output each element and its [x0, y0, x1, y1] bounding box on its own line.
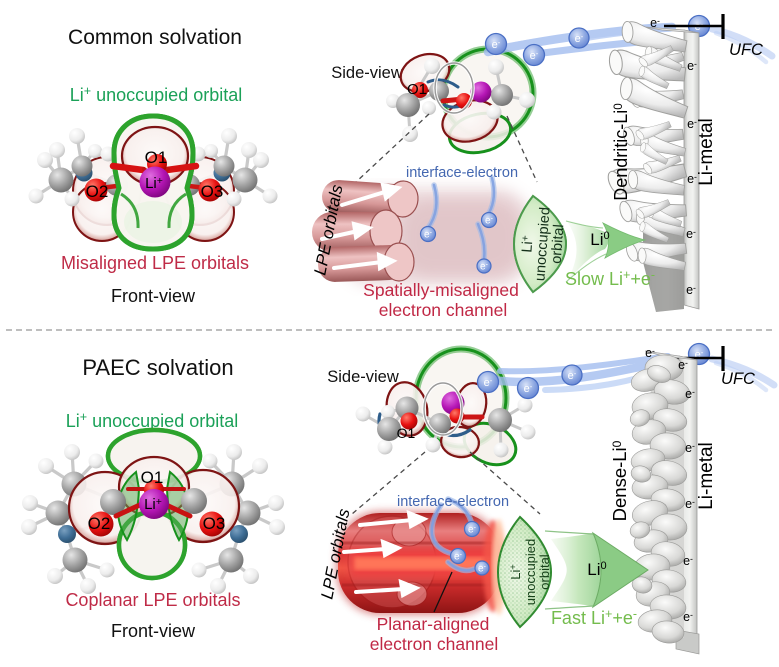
svg-text:electron channel: electron channel — [379, 300, 507, 320]
svg-text:O1: O1 — [407, 81, 427, 98]
svg-text:Front-view: Front-view — [111, 621, 196, 641]
svg-text:e-: e- — [650, 16, 660, 30]
svg-text:e-: e- — [484, 376, 493, 389]
svg-text:Li+ unoccupied orbital: Li+ unoccupied orbital — [70, 84, 242, 105]
svg-text:electron channel: electron channel — [370, 634, 498, 654]
svg-text:Dendritic-Li0: Dendritic-Li0 — [611, 103, 631, 201]
svg-text:e-: e- — [686, 283, 696, 297]
svg-text:e-: e- — [685, 441, 695, 455]
svg-text:interface-electron: interface-electron — [397, 494, 509, 510]
svg-text:e-: e- — [683, 610, 693, 624]
svg-text:O2: O2 — [88, 514, 111, 533]
svg-text:e-: e- — [485, 216, 494, 227]
svg-text:Coplanar LPE orbitals: Coplanar LPE orbitals — [65, 590, 240, 610]
svg-text:e-: e- — [687, 59, 697, 73]
svg-text:O1: O1 — [145, 148, 168, 167]
svg-text:e-: e- — [480, 262, 489, 273]
svg-text:e-: e- — [686, 227, 696, 241]
svg-text:e-: e- — [685, 387, 695, 401]
svg-text:Side-view: Side-view — [331, 64, 403, 82]
svg-text:e-: e- — [695, 348, 704, 361]
svg-text:e-: e- — [645, 346, 655, 360]
svg-text:interface-electron: interface-electron — [406, 165, 518, 181]
svg-text:e-: e- — [478, 564, 487, 575]
svg-text:e-: e- — [687, 172, 697, 186]
svg-text:Common solvation: Common solvation — [68, 26, 242, 49]
svg-text:Spatially-misaligned: Spatially-misaligned — [363, 280, 519, 300]
svg-text:unoccupied: unoccupied — [532, 207, 553, 282]
svg-text:O1: O1 — [397, 425, 416, 441]
svg-text:Planar-aligned: Planar-aligned — [377, 614, 490, 634]
svg-text:e-: e- — [492, 38, 501, 51]
svg-text:e-: e- — [685, 497, 695, 511]
svg-text:Fast Li++e-: Fast Li++e- — [551, 607, 637, 628]
svg-text:O1: O1 — [141, 468, 164, 487]
svg-text:O2: O2 — [86, 182, 109, 201]
svg-text:unoccupied: unoccupied — [523, 539, 538, 606]
svg-text:Misaligned LPE orbitals: Misaligned LPE orbitals — [61, 253, 249, 273]
svg-text:PAEC solvation: PAEC solvation — [82, 355, 233, 380]
svg-text:e-: e- — [687, 117, 697, 131]
svg-text:Front-view: Front-view — [111, 286, 196, 306]
svg-text:e-: e- — [568, 369, 577, 382]
svg-text:e-: e- — [530, 49, 539, 62]
svg-text:orbital: orbital — [537, 554, 552, 590]
svg-text:e-: e- — [524, 382, 533, 395]
svg-text:UFC: UFC — [721, 370, 755, 388]
svg-text:Dense-Li0: Dense-Li0 — [609, 440, 630, 521]
svg-text:UFC: UFC — [729, 41, 763, 59]
svg-text:e-: e- — [575, 32, 584, 45]
svg-text:Li-metal: Li-metal — [696, 118, 717, 186]
svg-text:Li-metal: Li-metal — [696, 442, 717, 510]
svg-text:O3: O3 — [203, 514, 226, 533]
svg-text:orbital: orbital — [549, 224, 568, 265]
svg-text:e-: e- — [468, 525, 477, 536]
svg-text:e-: e- — [424, 230, 433, 241]
svg-text:Slow Li++e-: Slow Li++e- — [565, 268, 655, 289]
svg-text:e-: e- — [683, 554, 693, 568]
svg-text:Side-view: Side-view — [327, 368, 399, 386]
svg-text:Li+ unoccupied orbital: Li+ unoccupied orbital — [66, 410, 238, 431]
svg-text:O3: O3 — [201, 182, 224, 201]
svg-text:e-: e- — [454, 552, 463, 563]
svg-text:e-: e- — [678, 358, 688, 372]
